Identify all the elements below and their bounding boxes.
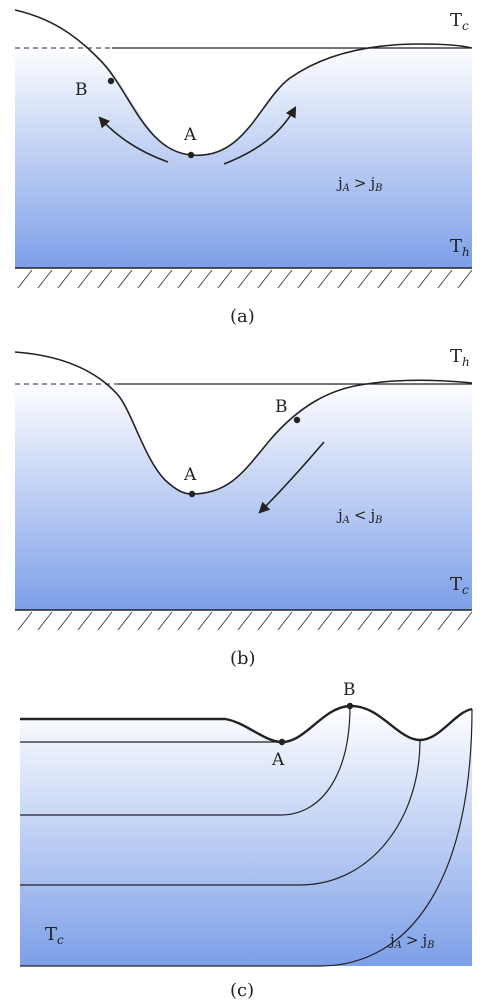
hatch-mark	[358, 270, 372, 288]
panel-a-hatching	[18, 270, 472, 288]
hatch-mark	[418, 270, 432, 288]
panel-a: B A Tc Th jA>jB (a)	[15, 10, 472, 327]
panel-a-top-temp: Tc	[450, 10, 469, 33]
hatch-mark	[418, 612, 432, 630]
hatch-mark	[178, 270, 192, 288]
hatch-mark	[358, 612, 372, 630]
panel-b-point-b	[294, 417, 300, 423]
hatch-mark	[258, 612, 272, 630]
panel-c-fluid	[20, 706, 472, 966]
hatch-mark	[38, 612, 52, 630]
hatch-mark	[378, 270, 392, 288]
hatch-mark	[238, 612, 252, 630]
hatch-mark	[378, 612, 392, 630]
hatch-mark	[78, 612, 92, 630]
hatch-mark	[218, 612, 232, 630]
hatch-mark	[458, 270, 472, 288]
hatch-mark	[38, 270, 52, 288]
panel-a-point-b	[108, 78, 114, 84]
hatch-mark	[398, 270, 412, 288]
panel-c-point-a	[279, 739, 285, 745]
hatch-mark	[18, 612, 32, 630]
hatch-mark	[198, 612, 212, 630]
hatch-mark	[198, 270, 212, 288]
hatch-mark	[278, 270, 292, 288]
hatch-mark	[118, 612, 132, 630]
panel-c: A B Tc jA>jB (c)	[20, 680, 472, 1001]
hatch-mark	[158, 612, 172, 630]
hatch-mark	[318, 612, 332, 630]
hatch-mark	[338, 612, 352, 630]
hatch-mark	[458, 612, 472, 630]
panel-b-point-a	[189, 491, 195, 497]
panel-b-label-a: A	[183, 465, 197, 485]
hatch-mark	[58, 270, 72, 288]
hatch-mark	[338, 270, 352, 288]
hatch-mark	[138, 270, 152, 288]
panel-c-label-b: B	[343, 680, 356, 700]
panel-a-caption: (a)	[230, 306, 255, 327]
panel-b-hatching	[18, 612, 472, 630]
panel-a-label-b: B	[75, 80, 88, 100]
panel-c-point-b	[347, 703, 353, 709]
hatch-mark	[138, 612, 152, 630]
hatch-mark	[318, 270, 332, 288]
hatch-mark	[278, 612, 292, 630]
hatch-mark	[118, 270, 132, 288]
hatch-mark	[438, 270, 452, 288]
hatch-mark	[178, 612, 192, 630]
hatch-mark	[438, 612, 452, 630]
panel-b-caption: (b)	[230, 648, 256, 669]
hatch-mark	[218, 270, 232, 288]
hatch-mark	[398, 612, 412, 630]
panel-a-label-a: A	[183, 125, 197, 145]
hatch-mark	[298, 612, 312, 630]
hatch-mark	[298, 270, 312, 288]
hatch-mark	[98, 270, 112, 288]
hatch-mark	[58, 612, 72, 630]
hatch-mark	[78, 270, 92, 288]
panel-b-label-b: B	[275, 397, 288, 417]
hatch-mark	[18, 270, 32, 288]
hatch-mark	[258, 270, 272, 288]
hatch-mark	[98, 612, 112, 630]
panel-b-fluid	[15, 380, 472, 610]
hatch-mark	[238, 270, 252, 288]
panel-b: B A Th Tc jA<jB (b)	[15, 346, 472, 669]
panel-c-label-a: A	[271, 750, 285, 770]
panel-a-point-a	[188, 152, 194, 158]
panel-b-top-temp: Th	[450, 346, 470, 369]
panel-c-caption: (c)	[230, 980, 254, 1001]
hatch-mark	[158, 270, 172, 288]
